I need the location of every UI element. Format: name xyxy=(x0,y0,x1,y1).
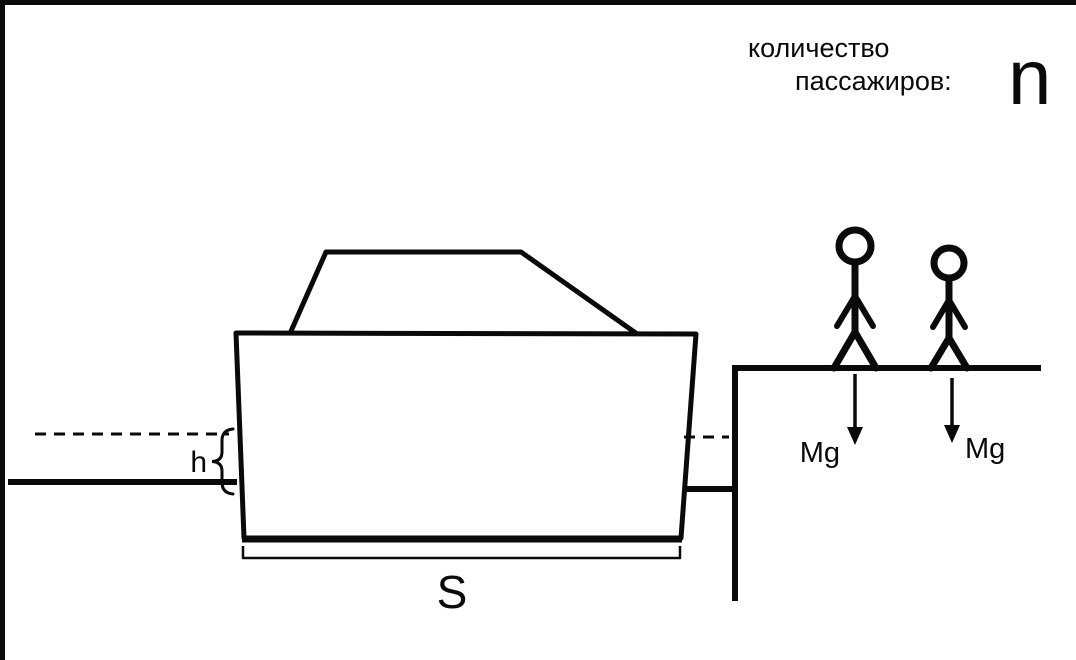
boat-cabin xyxy=(285,249,642,340)
weight-arrow-left-head xyxy=(847,427,863,445)
weight-label-right: Mg xyxy=(965,433,1005,465)
passenger-count-caption-line1: количество xyxy=(748,33,889,63)
passenger-left-head xyxy=(835,226,875,266)
passenger-figure-right xyxy=(927,244,971,372)
h-curly-brace xyxy=(211,427,235,496)
frame-left-border xyxy=(0,0,5,660)
passenger-count-caption-line2: пассажиров: xyxy=(795,66,952,96)
weight-label-left: Mg xyxy=(800,437,840,469)
dock-outline xyxy=(732,365,1041,601)
passenger-right-leg-1 xyxy=(927,334,953,372)
weight-vector-right: Mg xyxy=(944,378,1005,465)
passenger-left-arm-2 xyxy=(852,293,876,329)
passenger-right-head xyxy=(930,244,968,282)
passenger-right-arm-2 xyxy=(946,297,968,330)
passenger-left-leg-1 xyxy=(830,328,859,372)
passenger-count-symbol: n xyxy=(1008,33,1051,121)
weight-vector-left: Mg xyxy=(800,374,863,469)
passenger-left-arm-1 xyxy=(834,293,858,329)
passenger-right-arm-1 xyxy=(930,297,952,330)
boat-hull xyxy=(233,330,699,541)
length-bracket xyxy=(241,546,682,560)
draft-height-label: h xyxy=(190,446,207,479)
passenger-right-leg-2 xyxy=(945,334,971,372)
weight-arrow-right-head xyxy=(944,425,960,443)
frame-top-border xyxy=(0,0,1076,5)
boat-length-label: S xyxy=(437,566,468,618)
passenger-figure-left xyxy=(830,226,880,372)
passenger-left-leg-2 xyxy=(851,328,880,372)
